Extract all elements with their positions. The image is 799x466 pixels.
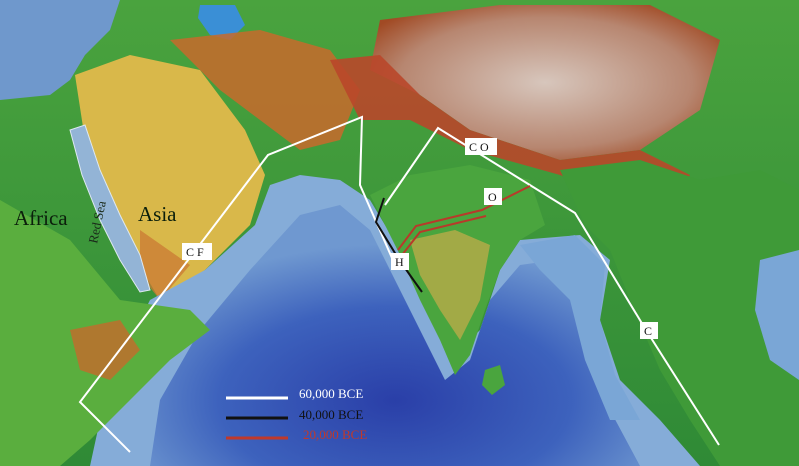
haplogroup-text-o: O [488, 190, 497, 204]
southeast-asia [560, 160, 799, 466]
route-60k-west [78, 115, 393, 453]
haplogroup-label-c: C [640, 322, 658, 339]
haplogroup-label-o: O [484, 188, 502, 205]
haplogroup-label-cf: C F [182, 243, 212, 260]
red-sea [69, 124, 151, 293]
legend-label-20k: 20,000 BCE [303, 427, 367, 442]
legend-label-60k: 60,000 BCE [299, 386, 363, 401]
sri-lanka [482, 365, 505, 395]
arabian-highland [140, 230, 190, 300]
haplogroup-text-co: C O [469, 140, 489, 154]
deccan-plateau [410, 230, 490, 340]
map-legend: 60,000 BCE 40,000 BCE 20,000 BCE [226, 386, 367, 442]
south-china-water [755, 250, 799, 380]
bay-of-bengal [520, 235, 640, 420]
indian-ocean-deep [150, 205, 640, 466]
arabian-peninsula [75, 55, 265, 300]
haplogroup-text-cf: C F [186, 245, 204, 259]
haplogroup-text-c: C [644, 324, 652, 338]
route-60k-east [384, 126, 720, 446]
region-label-africa: Africa [14, 206, 68, 230]
haplogroup-label-co: C O [465, 138, 497, 155]
iran-highlands [170, 30, 360, 150]
route-20k [397, 185, 531, 251]
haplogroup-text-h: H [395, 255, 404, 269]
caspian-sea [198, 5, 245, 40]
route-20k-branch [401, 215, 487, 256]
region-label-asia: Asia [138, 202, 177, 226]
haplogroup-label-h: H [391, 253, 409, 270]
legend-label-40k: 40,000 BCE [299, 407, 363, 422]
mediterranean-sea [0, 0, 120, 100]
ethiopian-highlands [70, 320, 140, 380]
